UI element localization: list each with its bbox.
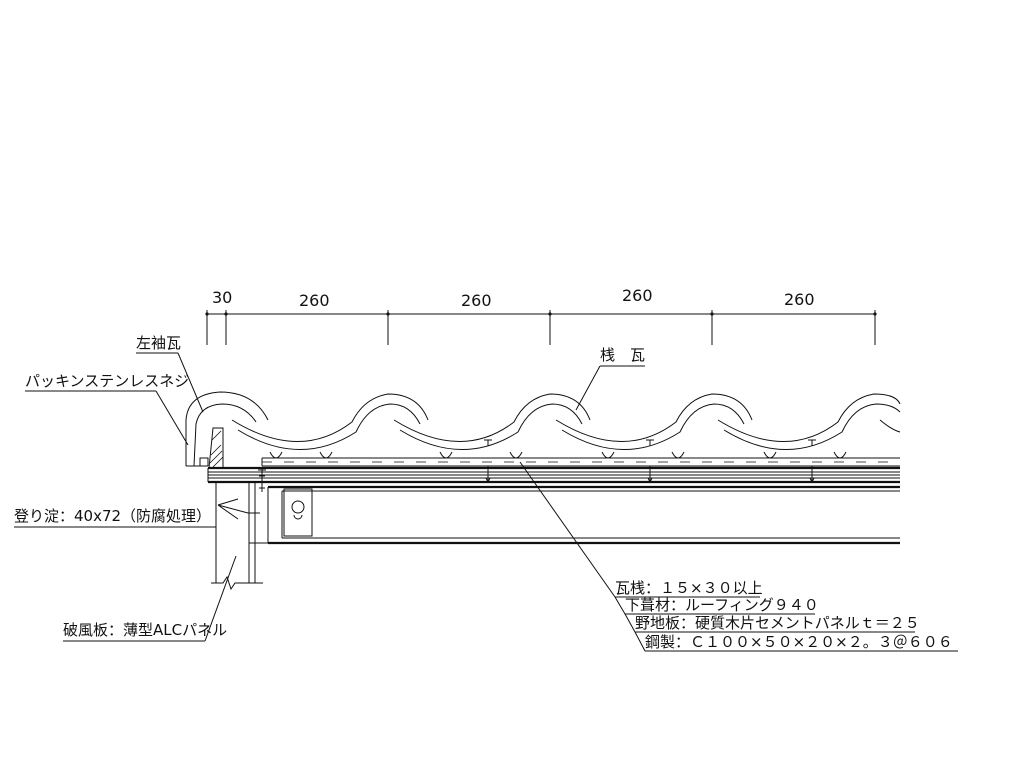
note-steel-channel: 鋼製：Ｃ１００×５０×２０×２。３＠６０６ (645, 633, 953, 651)
dimension-dot (710, 312, 714, 316)
annotations: 左袖瓦 パッキンステンレスネジ 桟 瓦 登り淀：40x72（防腐処理） 破風板：… (14, 334, 958, 652)
dimension-label-260-b: 260 (461, 291, 492, 310)
pan-tile-2-inner (399, 403, 583, 450)
tile-hook-icon (646, 439, 654, 446)
verge-tile-inner (193, 403, 257, 467)
leader-notes-1 (519, 461, 616, 598)
verge-tile (185, 391, 269, 467)
verge-tile-foot (199, 457, 209, 466)
dimension-dot (205, 312, 209, 316)
steel-bracket-plate (283, 488, 313, 537)
note-batten: 瓦桟：１５×３０以上 (615, 579, 763, 597)
label-hafu-ita: 破風板：薄型ALCパネル (63, 621, 227, 639)
dimension-dot (224, 312, 228, 316)
tile-hook-icon (484, 439, 492, 446)
dimension-label-260-a: 260 (299, 291, 330, 310)
dimension-dot (386, 312, 390, 316)
tile-lug-icon (439, 451, 523, 459)
roof-deck-layers (207, 457, 900, 545)
nail-icon (485, 466, 491, 483)
dimension-label-30: 30 (212, 288, 232, 307)
label-nobori-yodo: 登り淀：40x72（防腐処理） (14, 507, 211, 525)
pan-tile-1-outer (231, 393, 429, 442)
nobori-yodo-timber (208, 427, 224, 469)
pan-tile-5-outer (879, 419, 901, 433)
fascia-board (208, 427, 268, 591)
pan-tiles (231, 393, 901, 459)
pan-tile-2-outer (393, 393, 591, 442)
nail-icon (809, 466, 815, 483)
leader-notes-4 (634, 631, 646, 652)
pan-tile-4-outer (717, 393, 901, 442)
note-sheathing: 野地板：硬質木片セメントパネルｔ＝２５ (635, 614, 920, 632)
leader-notes-2 (614, 596, 626, 615)
note-underlayment: 下葺材：ルーフィング９４０ (625, 596, 819, 614)
leader-notes-3 (624, 613, 636, 633)
label-packing-screw: パッキンステンレスネジ (25, 372, 189, 390)
leader-packing-screw (155, 390, 189, 446)
leader-sankawara (575, 365, 601, 411)
leader-hafu-ita (204, 555, 237, 642)
pan-tile-3-outer (555, 393, 753, 442)
verge-tile-outer (185, 391, 269, 466)
dimension-dot (548, 312, 552, 316)
tile-lug-icon (269, 451, 333, 459)
leader-sode-kawara (177, 352, 204, 413)
dimension-dot (873, 312, 877, 316)
dimension-label-260-c: 260 (622, 286, 653, 305)
screw-icon (258, 468, 266, 492)
screw-icon (217, 498, 260, 520)
tile-lug-icon (763, 451, 847, 459)
dimension-label-260-d: 260 (784, 290, 815, 309)
dimension-line: 30 260 260 260 260 (205, 286, 877, 345)
timber-hatch (209, 430, 224, 468)
pan-tile-4-inner (723, 403, 901, 450)
nail-icon (647, 466, 653, 483)
label-sankawara: 桟 瓦 (600, 346, 645, 364)
bolt-icon (291, 500, 305, 520)
break-mark (211, 575, 263, 591)
tile-lug-icon (601, 451, 685, 459)
pan-tile-1-inner (237, 403, 421, 450)
label-sode-kawara: 左袖瓦 (136, 334, 181, 352)
tile-hook-icon (808, 439, 816, 446)
pan-tile-3-inner (561, 403, 745, 450)
